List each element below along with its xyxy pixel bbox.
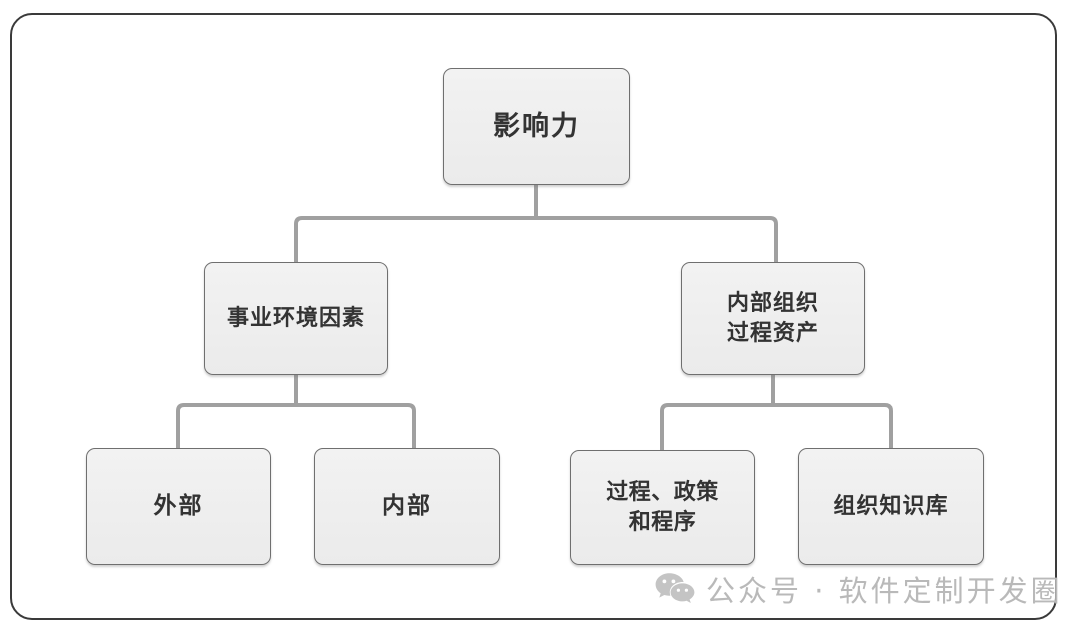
node-processes-policies-procedures[interactable]: 过程、政策 和程序 [570, 450, 755, 565]
node-enterprise-environmental-factors[interactable]: 事业环境因素 [204, 262, 388, 375]
connector-level2-left-bus [176, 403, 416, 448]
connector-level2-right-bus [660, 403, 893, 450]
watermark-text: 公众号 · 软件定制开发圈 [706, 574, 1063, 608]
node-internal-organizational-process-assets[interactable]: 内部组织 过程资产 [681, 262, 865, 375]
node-root-influence[interactable]: 影响力 [443, 68, 630, 185]
watermark: 公众号 · 软件定制开发圈 [655, 568, 1063, 610]
node-organizational-knowledge-repository[interactable]: 组织知识库 [798, 448, 984, 565]
connector-level1-bus [294, 216, 778, 262]
wechat-icon [655, 573, 695, 603]
node-external[interactable]: 外部 [86, 448, 271, 565]
node-internal[interactable]: 内部 [314, 448, 500, 565]
